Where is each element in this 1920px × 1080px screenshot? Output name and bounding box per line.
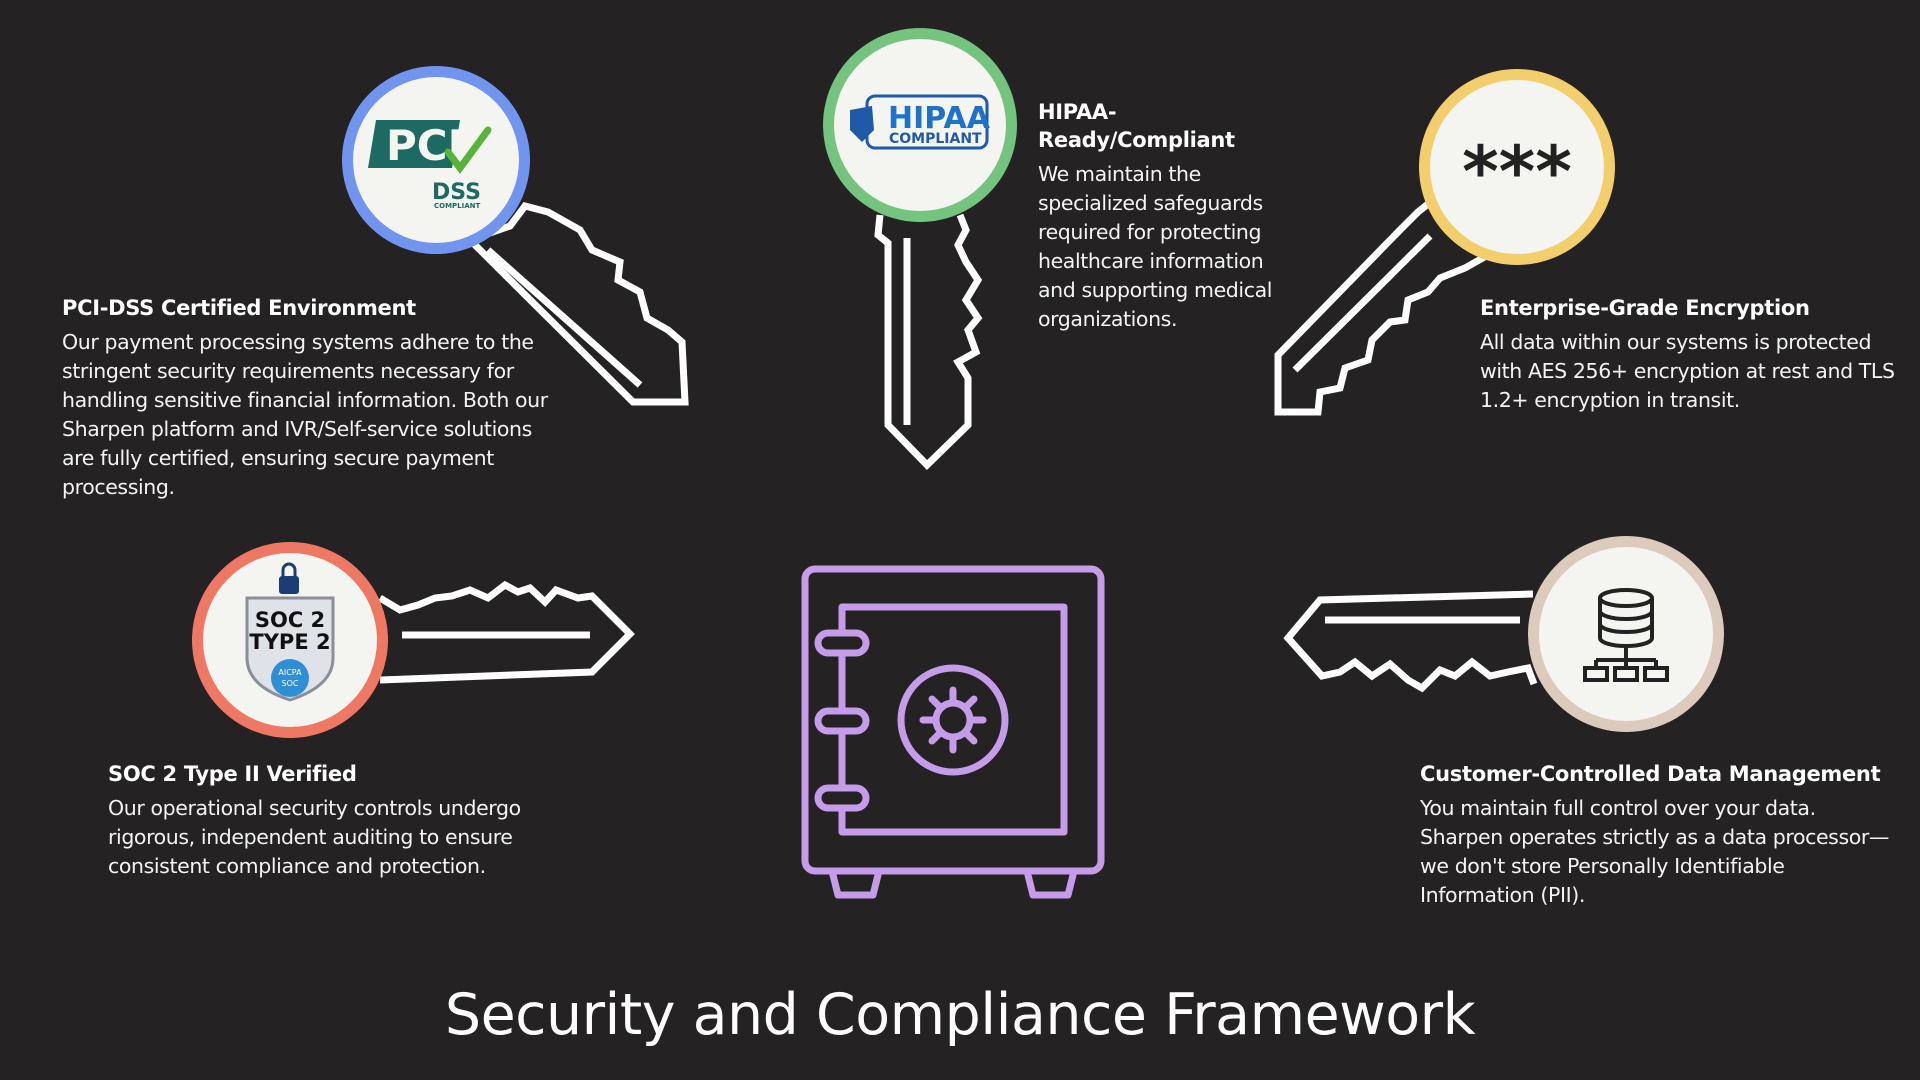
database-icon (1583, 588, 1669, 682)
soc2-badge: SOC 2 TYPE 2 AICPA SOC (245, 562, 335, 702)
hipaa-key-shaft (874, 213, 983, 470)
encryption-heading: Enterprise-Grade Encryption (1480, 296, 1810, 320)
data-heading: Customer-Controlled Data Management (1420, 762, 1881, 786)
hipaa-logo-sub: COMPLIANT (889, 131, 982, 147)
page-title: Security and Compliance Framework (444, 982, 1476, 1048)
soc-heading: SOC 2 Type II Verified (108, 762, 357, 786)
pci-logo-small: COMPLIANT (434, 202, 481, 210)
soc-seal-line1: AICPA (278, 668, 302, 677)
soc-logo-line2: TYPE 2 (249, 630, 330, 654)
encryption-key-shaft (1274, 197, 1502, 416)
encryption-key-head (1419, 69, 1615, 265)
encryption-section: Enterprise-Grade Encryption All data wit… (1480, 294, 1910, 415)
pci-heading: PCI-DSS Certified Environment (62, 296, 416, 320)
pci-logo-sub: DSS (432, 180, 481, 205)
data-management-section: Customer-Controlled Data Management You … (1420, 760, 1890, 910)
hipaa-section: HIPAA-Ready/Compliant We maintain the sp… (1038, 98, 1303, 334)
pci-key-shaft (463, 202, 689, 406)
hipaa-description: We maintain the specialized safeguards r… (1038, 162, 1273, 331)
soc-description: Our operational security controls underg… (108, 796, 521, 878)
soc-seal-line2: SOC (282, 679, 299, 688)
pci-logo-text: PCI (386, 121, 463, 170)
hipaa-heading: HIPAA-Ready/Compliant (1038, 100, 1235, 152)
soc-logo-line1: SOC 2 (255, 608, 325, 632)
data-description: You maintain full control over your data… (1420, 796, 1890, 907)
data-key-shaft (1283, 590, 1538, 693)
pci-description: Our payment processing systems adhere to… (62, 330, 548, 499)
pci-dss-logo: PCI DSS COMPLIANT (368, 120, 492, 210)
soc-section: SOC 2 Type II Verified Our operational s… (108, 760, 568, 881)
soc-key-shaft (378, 580, 635, 684)
safe-icon (801, 565, 1105, 899)
hipaa-logo-text: HIPAA (888, 101, 991, 136)
asterisk-icon: *** (1462, 131, 1572, 213)
pci-section: PCI-DSS Certified Environment Our paymen… (62, 294, 562, 502)
encryption-description: All data within our systems is protected… (1480, 330, 1895, 412)
hipaa-logo: HIPAA COMPLIANT (850, 94, 991, 150)
